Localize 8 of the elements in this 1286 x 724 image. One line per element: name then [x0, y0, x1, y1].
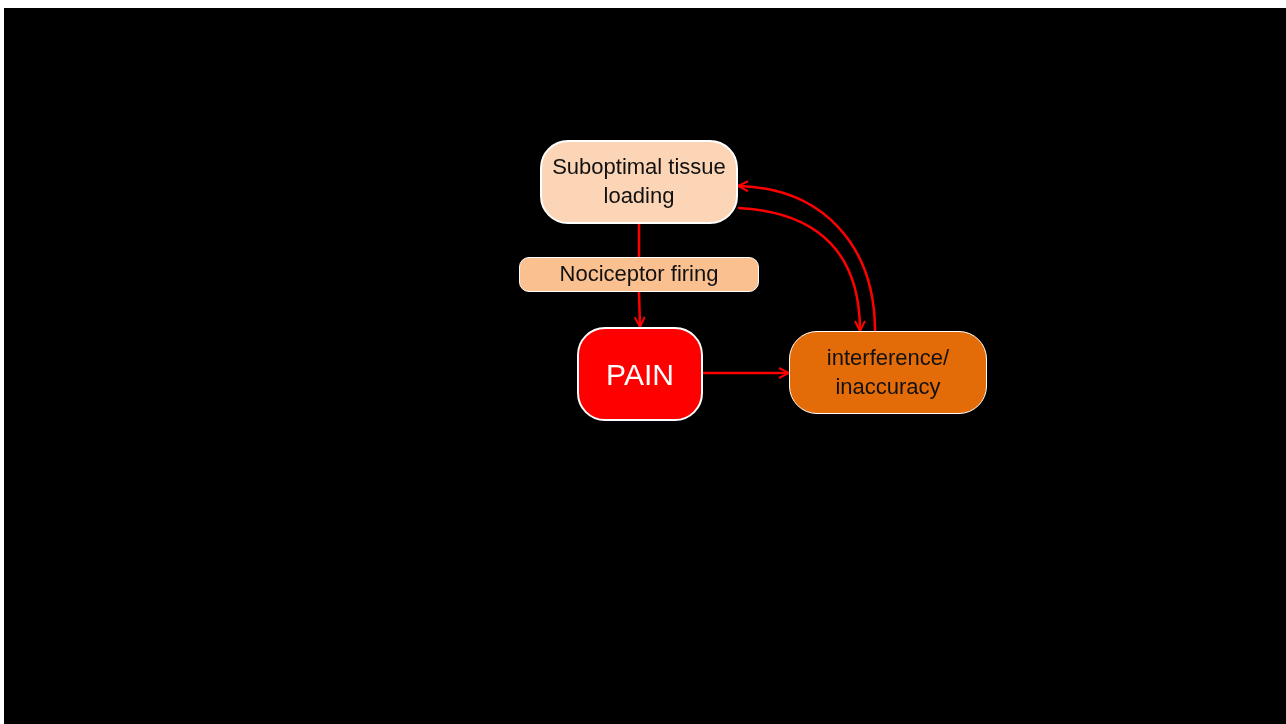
arrow — [737, 206, 866, 332]
process-box: PAIN — [577, 327, 703, 421]
process-box: interference/ inaccuracy — [789, 331, 987, 414]
arrow — [703, 367, 790, 379]
process-box: Suboptimal tissue loading — [540, 140, 738, 224]
arrow — [633, 291, 646, 328]
arrow — [737, 180, 877, 332]
process-box: Nociceptor firing — [519, 257, 759, 292]
